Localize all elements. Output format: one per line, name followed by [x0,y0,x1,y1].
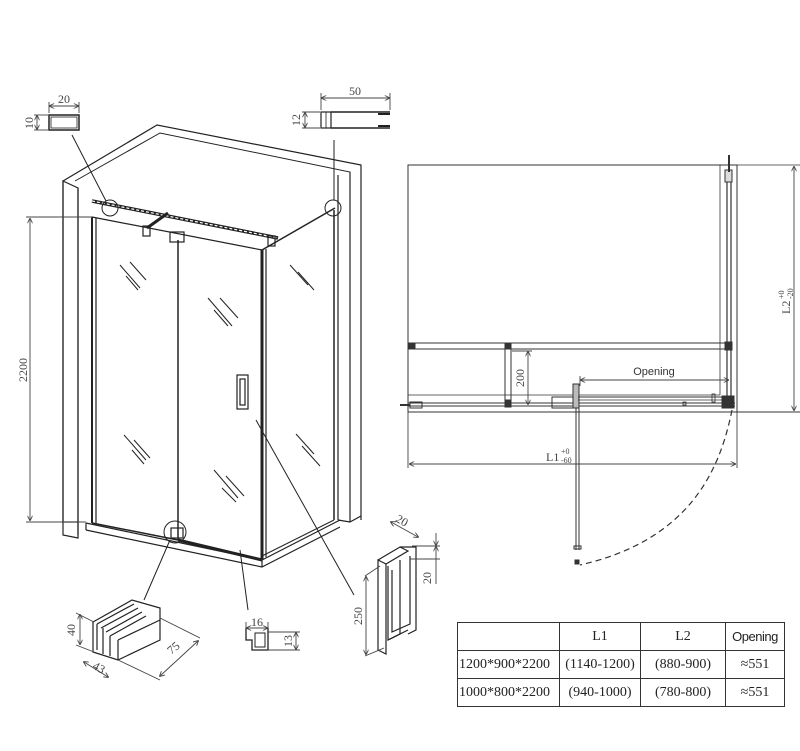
wall-profile-height-label: 12 [289,114,303,126]
hinge-length-label: 75 [164,639,182,657]
svg-text:L2: L2 [779,301,793,314]
svg-text:+0: +0 [777,290,786,299]
bottom-profile-width-label: 16 [251,615,263,629]
size-spec-table: L1 L2 Opening 1200*900*2200 (1140-1200) … [457,622,785,707]
header-opening: Opening [725,622,785,651]
cell-opening: ≈551 [725,678,785,707]
isometric-view [26,124,362,611]
wall-profile-width-label: 50 [349,84,361,98]
cell-l2: (880-900) [640,650,726,679]
header-l1: L1 [559,622,641,651]
cell-l2: (780-800) [640,678,726,707]
table-header-row: L1 L2 Opening [457,622,785,651]
svg-text:-60: -60 [561,456,572,465]
top-bar-height-label: 10 [22,117,36,129]
bottom-profile-callout [245,622,300,651]
cell-opening: ≈551 [725,650,785,679]
height-dimension-label: 2200 [16,358,30,382]
handle-width-label: 20 [420,572,434,584]
bottom-profile-height-label: 13 [281,635,295,647]
handle-length-label: 250 [351,607,365,625]
opening-dimension-label: Opening [633,366,675,378]
l2-dimension-label: L2 +0 -20 [777,288,795,314]
offset-dimension-label: 200 [513,369,527,387]
top-bar-profile-callout [34,102,80,131]
hinge-clamp-callout [75,599,201,681]
cell-l1: (1140-1200) [559,650,641,679]
cell-size: 1000*800*2200 [457,678,560,707]
cell-size: 1200*900*2200 [457,650,560,679]
hinge-width-label: 43 [90,658,107,676]
top-bar-width-label: 20 [58,92,70,106]
svg-text:+0: +0 [561,447,570,456]
table-row: 1000*800*2200 (940-1000) (780-800) ≈551 [457,678,785,707]
handle-depth-label: 20 [393,511,410,529]
cell-l1: (940-1000) [559,678,641,707]
plan-view [400,155,800,566]
l1-dimension-label: L1 +0 -60 [546,447,572,465]
svg-text:L1: L1 [546,450,559,464]
table-row: 1200*900*2200 (1140-1200) (880-900) ≈551 [457,650,785,679]
svg-text:-20: -20 [786,288,795,299]
header-size [457,622,560,651]
wall-profile-callout [302,93,391,129]
hinge-height-label: 40 [64,624,78,636]
header-l2: L2 [640,622,726,651]
door-handle-callout [365,522,440,657]
